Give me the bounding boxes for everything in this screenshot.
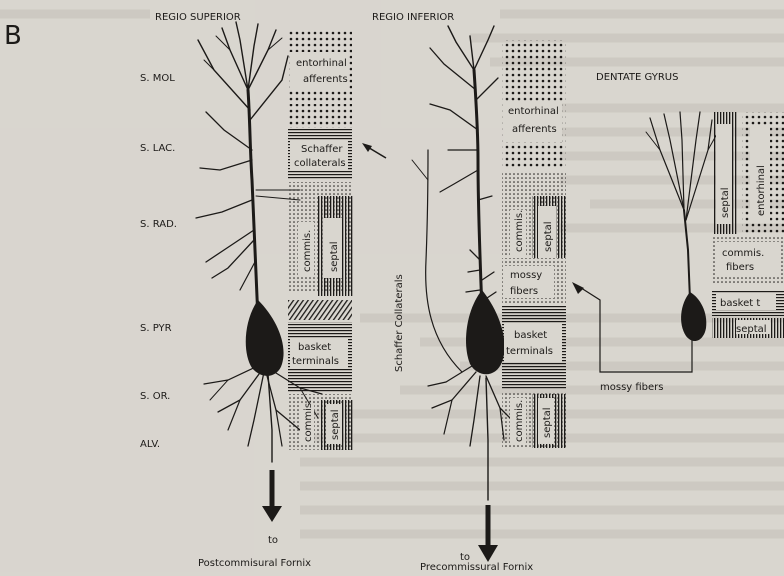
sup-schaffer-line1: Schaffer [301, 144, 343, 155]
inf-basket-line2: terminals [506, 346, 553, 357]
inf-basket-line1: basket [514, 330, 547, 341]
layer-label-s-mol: S. MOL [140, 73, 175, 84]
sup-entorhinal-line2: afferents [303, 74, 348, 85]
sup-basket-line1: basket [298, 342, 331, 353]
sup-septal-lower-label: septal [330, 409, 341, 440]
dg-commis-line2: fibers [726, 262, 754, 273]
heading-regio-inferior: REGIO INFERIOR [372, 12, 454, 23]
inf-schaffer-vertical-label: Schaffer Collaterals [394, 274, 405, 372]
heading-dentate-gyrus: DENTATE GYRUS [596, 72, 678, 83]
regio-inferior-layers: entorhinal afferents commis. septal moss… [502, 40, 566, 448]
output-fornix-left: Postcommisural Fornix [198, 558, 311, 569]
layer-label-s-or: S. OR. [140, 391, 170, 402]
inf-mossy-line1: mossy [510, 270, 542, 281]
sup-entorhinal-line1: entorhinal [296, 58, 347, 69]
output-to-left: to [268, 535, 278, 546]
inf-entorhinal-line2: afferents [512, 124, 557, 135]
dentate-layers: septal entorhinal commis. fibers basket … [712, 112, 784, 338]
sup-basket-line2: terminals [292, 356, 339, 367]
inf-commis-label: commis. [514, 210, 525, 252]
heading-regio-superior: REGIO SUPERIOR [155, 12, 241, 23]
inf-septal-lower-label: septal [542, 407, 553, 438]
sup-commis-lower-label: commis. [303, 400, 314, 442]
dg-septal-label: septal [720, 187, 731, 218]
layer-label-s-pyr: S. PYR [140, 323, 172, 334]
inf-septal-label: septal [543, 221, 554, 252]
dg-septal-lower-label: septal [736, 324, 767, 335]
sup-commis-label: commis. [302, 230, 313, 272]
inf-mossy-line2: fibers [510, 286, 538, 297]
layer-label-alv: ALV. [140, 439, 160, 450]
panel-letter: B [4, 21, 22, 51]
dg-basket-label: basket t [720, 298, 760, 309]
regio-superior-layers: entorhinal afferents Schaffer collateral… [288, 30, 354, 450]
layer-label-s-rad: S. RAD. [140, 219, 177, 230]
dg-commis-line1: commis. [722, 248, 764, 259]
dg-entorhinal-label: entorhinal [756, 165, 767, 216]
sup-septal-label: septal [329, 241, 340, 272]
output-fornix-right: Precommissural Fornix [420, 562, 533, 572]
layer-label-s-lac: S. LAC. [140, 143, 175, 154]
inf-commis-lower-label: commis. [514, 400, 525, 442]
inf-entorhinal-line1: entorhinal [508, 106, 559, 117]
sup-schaffer-line2: collaterals [294, 158, 346, 169]
dg-mossy-fibers-label: mossy fibers [600, 382, 664, 393]
